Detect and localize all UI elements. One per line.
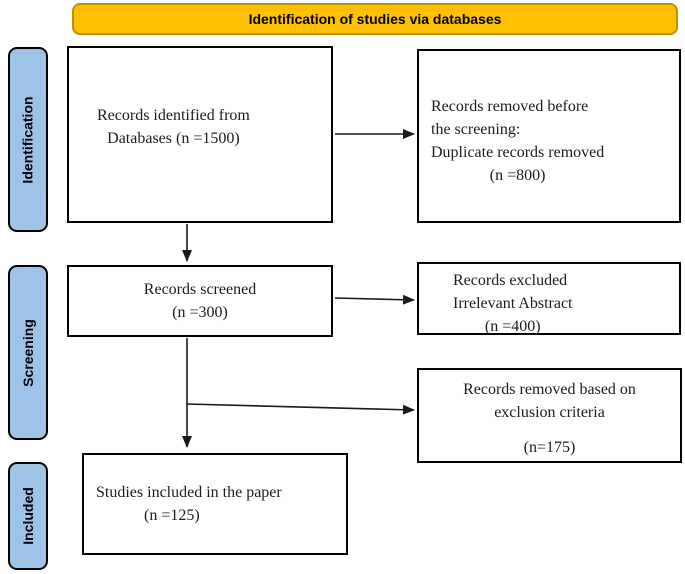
box-records-excluded: Records excluded Irrelevant Abstract (n … — [417, 262, 681, 335]
removed-exclusion-count: (n=175) — [523, 439, 576, 456]
studies-included-count: (n =125) — [144, 507, 200, 524]
records-excluded-count: (n =400) — [484, 318, 541, 335]
records-identified-line2: Databases (n =1500) — [107, 130, 240, 147]
header-title: Identification of studies via databases — [248, 11, 502, 27]
stage-label-identification: Identification — [8, 47, 48, 232]
removed-before-line3: Duplicate records removed — [431, 144, 605, 161]
header-banner: Identification of studies via databases — [72, 3, 678, 35]
box-studies-included: Studies included in the paper (n =125) — [82, 453, 348, 555]
stage-label-screening: Screening — [8, 265, 48, 440]
records-screened-line1: Records screened — [143, 281, 257, 298]
arrow-screened-to-excluded — [334, 294, 415, 305]
stage-label-included: Included — [8, 462, 48, 570]
removed-before-line1: Records removed before — [431, 98, 589, 115]
stage-label-screening-text: Screening — [20, 318, 37, 387]
records-identified-line1: Records identified from — [97, 107, 250, 124]
box-records-screened: Records screened (n =300) — [67, 265, 333, 337]
records-excluded-line1: Records excluded — [453, 272, 568, 289]
studies-included-line1: Studies included in the paper — [96, 484, 282, 501]
removed-exclusion-line2: exclusion criteria — [494, 404, 605, 421]
box-records-identified: Records identified from Databases (n =15… — [67, 46, 333, 223]
box-records-removed-before-screening: Records removed before the screening: Du… — [417, 49, 681, 223]
removed-exclusion-line1: Records removed based on — [463, 381, 636, 398]
removed-before-count: (n =800) — [489, 167, 546, 184]
arrow-branch-to-removed-exclusion — [186, 403, 415, 415]
stage-label-included-text: Included — [20, 487, 36, 545]
removed-before-line2: the screening: — [431, 121, 521, 138]
stage-label-identification-text: Identification — [20, 95, 36, 184]
records-excluded-line2: Irrelevant Abstract — [453, 295, 573, 312]
box-records-removed-exclusion-criteria: Records removed based on exclusion crite… — [417, 368, 682, 463]
records-screened-count: (n =300) — [172, 304, 228, 321]
